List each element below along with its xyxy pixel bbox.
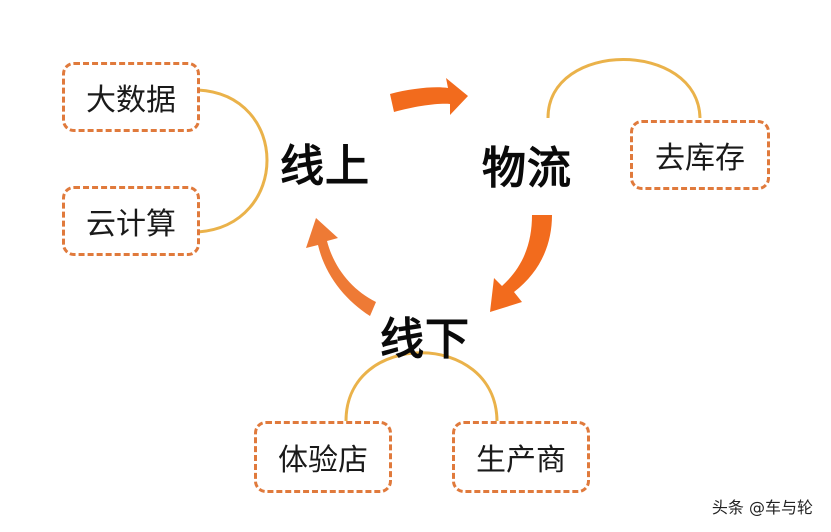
connector-left-arc bbox=[197, 88, 269, 234]
box-big-data-label: 大数据 bbox=[86, 83, 176, 118]
arrow-down-left-icon bbox=[490, 215, 552, 312]
connector-bottom-arc bbox=[344, 351, 499, 422]
hub-offline: 线下 bbox=[380, 314, 470, 365]
arrow-up-left-icon bbox=[306, 218, 376, 316]
hub-logistics: 物流 bbox=[482, 143, 572, 194]
box-destock: 去库存 bbox=[630, 120, 770, 190]
box-manufacturer: 生产商 bbox=[452, 421, 590, 493]
box-manufacturer-label: 生产商 bbox=[476, 443, 566, 478]
connector-top-right-arc bbox=[546, 58, 702, 119]
box-destock-label: 去库存 bbox=[655, 141, 745, 176]
box-big-data: 大数据 bbox=[62, 62, 200, 132]
box-experience-store-label: 体验店 bbox=[278, 443, 368, 478]
box-cloud-computing-label: 云计算 bbox=[86, 207, 176, 242]
box-experience-store: 体验店 bbox=[254, 421, 392, 493]
arrow-right-icon bbox=[390, 78, 468, 115]
watermark: 头条 @车与轮 bbox=[711, 498, 813, 517]
box-cloud-computing: 云计算 bbox=[62, 186, 200, 256]
hub-online: 线上 bbox=[280, 141, 370, 192]
